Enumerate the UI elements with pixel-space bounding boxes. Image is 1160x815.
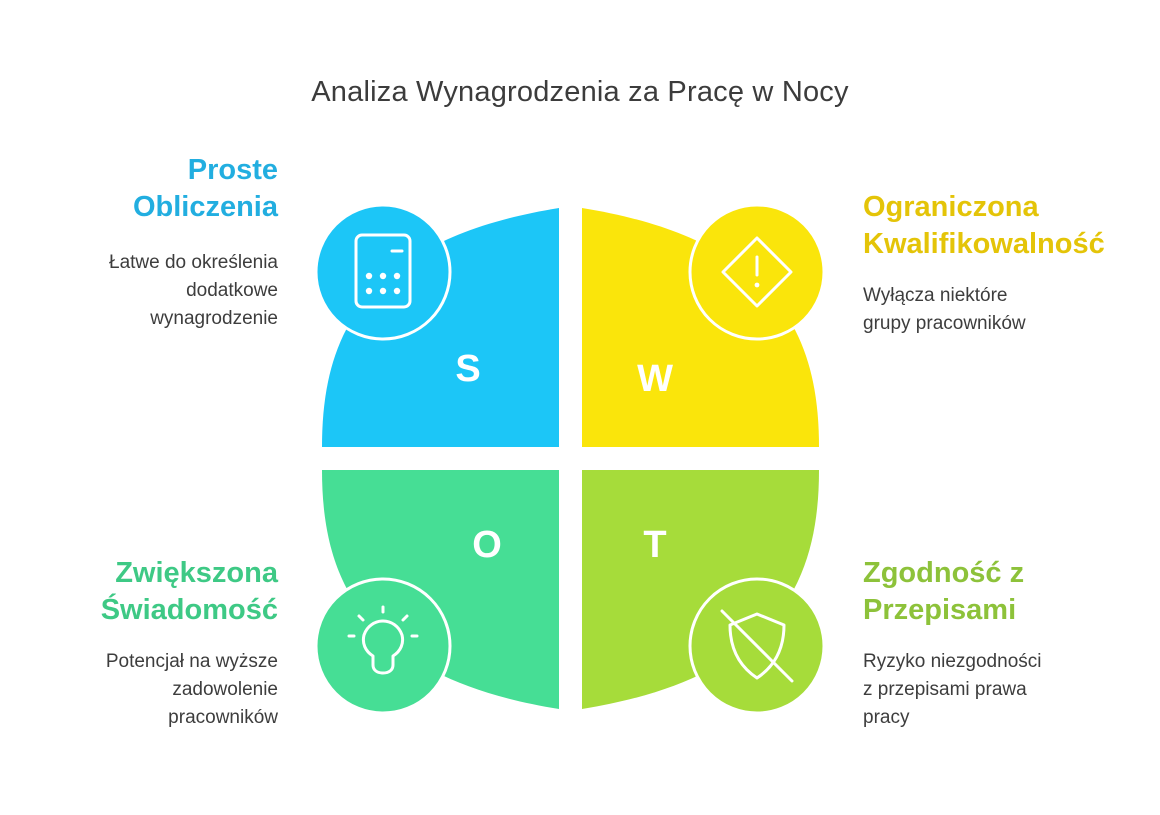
- weaknesses-description-line: Wyłącza niektóre: [863, 285, 1008, 306]
- weaknesses-heading-line: Ograniczona: [863, 191, 1039, 223]
- threats-quadrant: [582, 470, 819, 709]
- strengths-letter: S: [455, 348, 480, 390]
- calculator-icon: [314, 203, 452, 341]
- opportunities-heading: Zwiększona Świadomość: [40, 555, 278, 629]
- threats-description: Ryzyko niezgodności z przepisami prawa p…: [863, 648, 1123, 732]
- threats-heading: Zgodność z Przepisami: [863, 555, 1123, 629]
- threats-description-line: Ryzyko niezgodności: [863, 651, 1042, 672]
- weaknesses-letter: W: [637, 358, 673, 400]
- strengths-description-line: wynagrodzenie: [150, 308, 278, 329]
- weaknesses-description: Wyłącza niektóre grupy pracowników: [863, 282, 1123, 338]
- threats-heading-line: Zgodność z: [863, 557, 1025, 589]
- opportunities-description-line: Potencjał na wyższe: [105, 651, 278, 672]
- weaknesses-description-line: grupy pracowników: [863, 313, 1026, 334]
- strengths-quadrant: [322, 208, 559, 447]
- weaknesses-heading: Ograniczona Kwalifikowalność: [863, 189, 1143, 263]
- threats-letter: T: [643, 524, 666, 566]
- opportunities-description: Potencjał na wyższe zadowolenie pracowni…: [40, 648, 278, 732]
- weaknesses-heading-line: Kwalifikowalność: [863, 228, 1105, 260]
- opportunities-heading-line: Świadomość: [100, 594, 278, 626]
- opportunities-description-line: pracowników: [168, 707, 278, 728]
- strengths-description-line: Łatwe do określenia: [109, 252, 278, 273]
- opportunities-description-line: zadowolenie: [172, 679, 278, 700]
- opportunities-quadrant: [322, 470, 559, 709]
- weaknesses-quadrant: [582, 208, 819, 447]
- threats-description-line: pracy: [863, 707, 910, 728]
- lightbulb-icon: [314, 577, 452, 715]
- shield-off-icon: [688, 577, 826, 715]
- strengths-heading-line: Proste: [187, 154, 278, 186]
- opportunities-letter: O: [472, 524, 502, 566]
- threats-description-line: z przepisami prawa: [863, 679, 1027, 700]
- threats-heading-line: Przepisami: [863, 594, 1017, 626]
- warning-diamond-icon: [688, 203, 826, 341]
- page-title: Analiza Wynagrodzenia za Pracę w Nocy: [311, 76, 849, 108]
- strengths-heading-line: Obliczenia: [132, 191, 278, 223]
- strengths-heading: Proste Obliczenia: [40, 152, 278, 226]
- strengths-description: Łatwe do określenia dodatkowe wynagrodze…: [40, 249, 278, 333]
- opportunities-heading-line: Zwiększona: [115, 557, 278, 589]
- strengths-description-line: dodatkowe: [186, 280, 278, 301]
